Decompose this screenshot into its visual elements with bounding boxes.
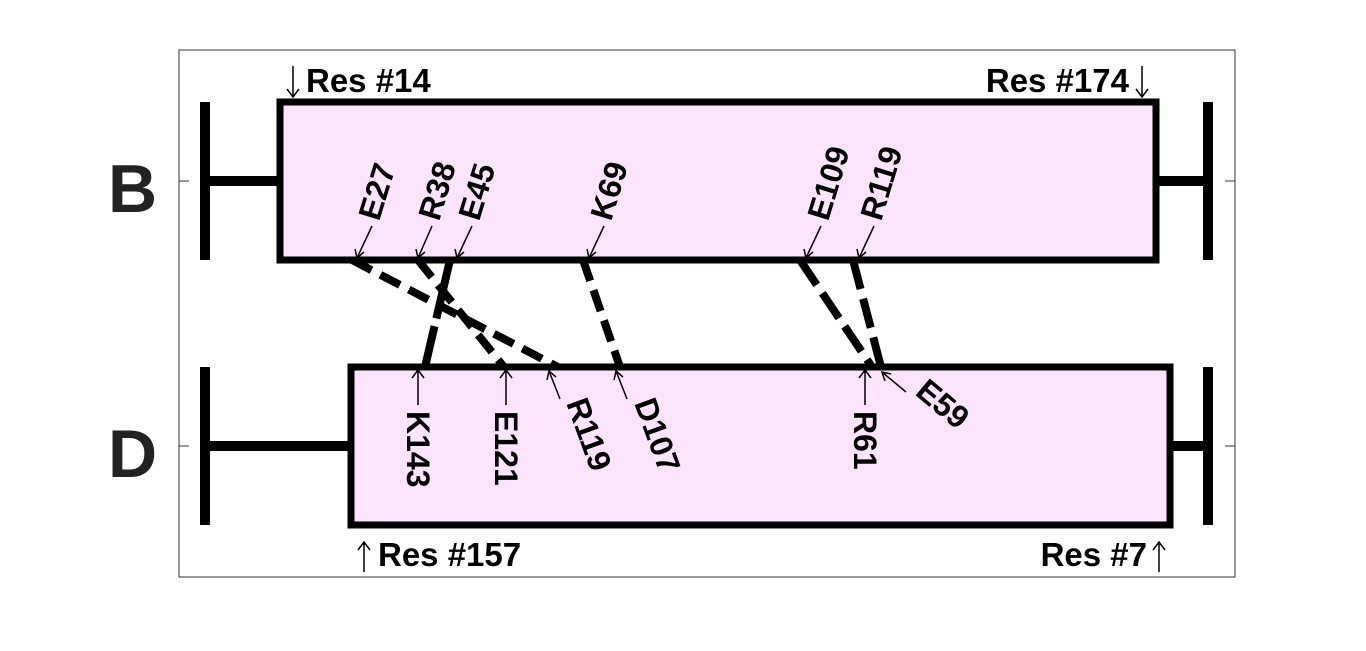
site-arrow-icon: [856, 225, 875, 260]
site-arrow-icon: [880, 370, 907, 393]
link-e45-k143: [421, 259, 454, 368]
links: [350, 256, 885, 371]
chain-top-end-label: Res #174: [986, 62, 1130, 99]
chain-bottom-start-label: Res #157: [378, 536, 521, 573]
site-arrow-icon: [354, 225, 373, 260]
link-k69-d107: [579, 258, 624, 369]
chain-label-top: B: [108, 151, 157, 227]
arrow-up-icon: [1152, 540, 1166, 572]
chain-top-start-label: Res #14: [306, 62, 431, 99]
chain-label-bottom: D: [108, 416, 157, 492]
chain-top-box: [276, 98, 1160, 264]
site-label-bottom: E121: [488, 411, 524, 486]
site-arrow-icon: [411, 368, 425, 405]
chain-top: [200, 98, 1213, 264]
link-r119-r61: [849, 258, 885, 369]
site-arrow-icon: [499, 368, 513, 405]
link-e27-r119: [350, 256, 560, 371]
arrow-down-icon: [286, 66, 300, 99]
chain-bottom-end-label: Res #7: [1041, 536, 1147, 573]
site-arrow-icon: [803, 225, 822, 260]
chain-bottom: [200, 363, 1213, 529]
site-arrow-icon: [586, 225, 605, 260]
site-arrow-icon: [415, 225, 433, 260]
site-arrow-icon: [546, 369, 561, 400]
site-arrow-icon: [454, 225, 473, 260]
site-arrow-icon: [613, 369, 628, 400]
site-label-bottom: R61: [847, 411, 883, 470]
site-label-bottom: K143: [400, 411, 436, 488]
link-e109-e59: [796, 257, 876, 370]
link-r38-e121: [414, 257, 508, 370]
arrow-up-icon: [357, 540, 371, 572]
site-arrow-icon: [858, 368, 872, 405]
chain-bottom-box: [347, 363, 1174, 529]
arrow-down-icon: [1135, 66, 1149, 99]
